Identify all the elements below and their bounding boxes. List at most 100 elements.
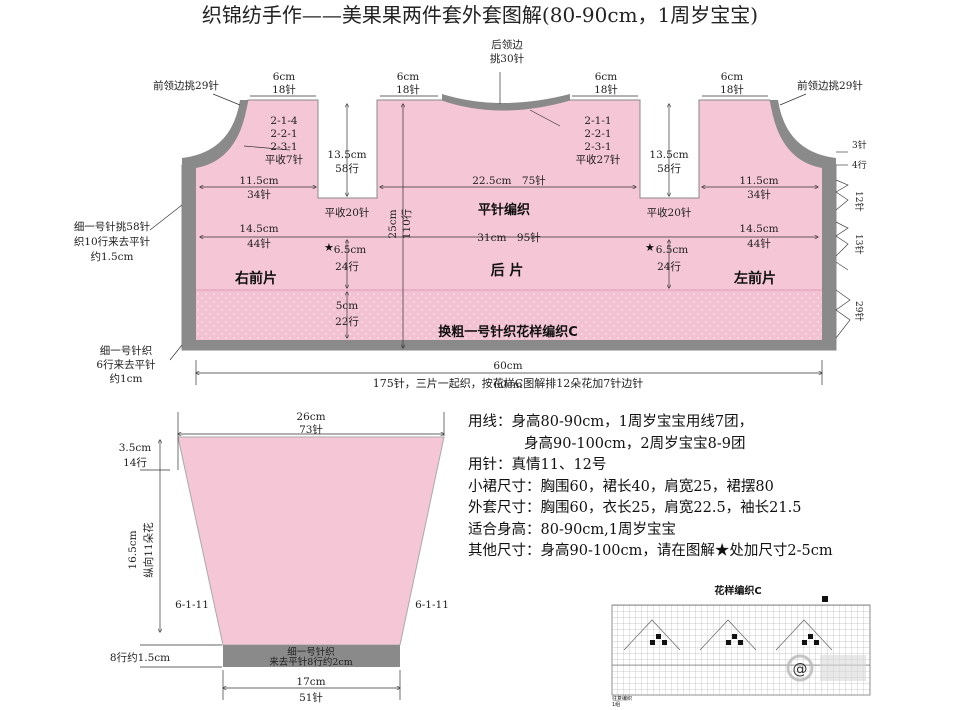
page-title: 织锦纺手作——美果果两件套外套图解(80-90cm，1周岁宝宝) <box>202 3 758 27</box>
under-cm-left: 6.5cm <box>334 244 367 256</box>
back-mid: 22.5cm 75针 <box>472 174 546 187</box>
side-rows-2: 4行 <box>852 159 867 171</box>
armhole-bind-right: 平收20针 <box>647 206 692 219</box>
star-icon-right: ★ <box>645 241 655 254</box>
width-note: 175针，三片一起织，按花样C图解排12朵花加7针边针 <box>373 376 643 390</box>
under-rows-right: 24行 <box>657 260 681 273</box>
shoulder-cm-3: 6cm <box>595 71 618 83</box>
note-other-size: 其他尺寸：身高90-100cm，请在图解★处加尺寸2-5cm <box>468 543 833 559</box>
notes-block: 用线：身高80-90cm，1周岁宝宝用线7团， 身高90-100cm，2周岁宝宝… <box>468 412 833 563</box>
sleeve-top-band-cm: 3.5cm <box>119 442 152 454</box>
side-rows-4: 13针 <box>853 234 865 254</box>
note-fit-height: 适合身高：80-90cm,1周岁宝宝 <box>468 521 677 538</box>
front-low-cm-right: 14.5cm <box>739 223 778 235</box>
hem-lace <box>196 290 822 340</box>
stockinette-label: 平针编织 <box>478 202 530 218</box>
armhole-bind-left: 平收20针 <box>325 206 370 219</box>
dec-back-2: 2-2-1 <box>584 128 611 140</box>
under-rows-left: 24行 <box>335 260 359 273</box>
front-mid-st-left: 34针 <box>247 188 271 201</box>
sleeve-bottom-st: 51针 <box>299 691 323 704</box>
hem-rows: 22行 <box>335 315 359 328</box>
shoulder-st-3: 18针 <box>594 83 618 96</box>
star-icon-left: ★ <box>324 241 334 254</box>
chart-footer-1: 往复编织 <box>612 695 632 702</box>
dec-rf-1: 2-1-4 <box>270 115 297 127</box>
note-yarn: 用线：身高80-90cm，1周岁宝宝用线7团， <box>468 414 754 430</box>
back-label: 后 片 <box>491 262 524 279</box>
front-mid-cm-left: 11.5cm <box>239 175 278 187</box>
back-neck-label-1: 后领边 <box>491 38 523 51</box>
chart-footer-2: 1组 <box>612 701 620 708</box>
note-yarn-2: 身高90-100cm，2周岁宝宝8-9团 <box>524 435 746 452</box>
side-rows-1: 3针 <box>852 139 867 151</box>
front-neck-right-label: 前领边挑29针 <box>797 79 863 92</box>
sleeve-cuff-label-2: 来去平针8行约2cm <box>269 656 352 668</box>
back-low: 31cm 95针 <box>477 231 541 244</box>
sleeve-dimensions <box>140 412 444 700</box>
dec-rf-4: 平收7针 <box>265 153 303 166</box>
front-mid-cm-right: 11.5cm <box>739 175 778 187</box>
hem-band <box>182 340 836 350</box>
front-low-cm-left: 14.5cm <box>239 223 278 235</box>
sleeve-height-note: 纵向11朵花 <box>142 522 155 578</box>
sleeve-top-st: 73针 <box>299 423 323 436</box>
sleeve-inc-left: 6-1-11 <box>175 599 209 611</box>
front-low-st-right: 44针 <box>747 237 771 250</box>
sleeve-shape <box>177 436 445 646</box>
watermark: @ <box>786 654 866 682</box>
front-low-st-left: 44针 <box>247 237 271 250</box>
shoulder-cm-1: 6cm <box>273 71 296 83</box>
dec-rf-3: 2-3-1 <box>270 141 297 153</box>
sleeve-height-cm: 16.5cm <box>127 530 139 569</box>
front-mid-st-right: 34针 <box>747 188 771 201</box>
stitch-chart: 花样编织C 往复编织 1组 @ <box>611 584 871 708</box>
right-front-label: 右前片 <box>234 270 277 287</box>
left-front-label: 左前片 <box>733 270 776 287</box>
hem-pattern-label: 换粗一号针织花样编织C <box>438 324 578 340</box>
sleeve-cuff-rows: 8行约1.5cm <box>110 651 170 664</box>
width-total-cm: 60cm <box>493 379 522 391</box>
side-rows-3: 12针 <box>853 191 865 211</box>
shoulder-st-1: 18针 <box>272 83 296 96</box>
left-neck-band <box>182 100 248 168</box>
dec-back-3: 2-3-1 <box>584 141 611 153</box>
sleeve-cuff <box>223 645 400 667</box>
armhole-h-left: 13.5cm <box>327 149 366 161</box>
under-cm-right: 6.5cm <box>656 244 689 256</box>
back-neck-band <box>442 94 570 110</box>
right-neck-band <box>770 100 836 168</box>
hem-note-3: 约1cm <box>109 372 142 385</box>
back-neck-label-2: 挑30针 <box>490 52 524 65</box>
total-height-cm: 25cm <box>387 209 399 238</box>
dec-back-4: 平收27针 <box>576 153 621 166</box>
total-height-rows: 110行 <box>400 208 413 239</box>
armhole-rows-left: 58行 <box>335 162 359 175</box>
chart-grid <box>611 604 871 696</box>
hem-note-2: 6行来去平针 <box>96 358 155 371</box>
shoulder-cm-4: 6cm <box>721 71 744 83</box>
band-note-2: 织10行来去平针 <box>74 235 150 248</box>
sleeve-cuff-label-1: 细一号针织 <box>287 646 335 658</box>
watermark-icon: @ <box>793 660 808 678</box>
note-needles: 用针：真情11、12号 <box>468 457 607 473</box>
hem-note-1: 细一号针织 <box>100 344 153 357</box>
note-coat-size: 外套尺寸：胸围60，衣长25，肩宽22.5，袖长21.5 <box>468 500 802 516</box>
sleeve-piece <box>177 436 445 667</box>
sleeve-bottom-cm: 17cm <box>296 676 325 688</box>
shoulder-cm-2: 6cm <box>397 71 420 83</box>
left-band <box>182 165 196 350</box>
sleeve-top-cm: 26cm <box>296 411 325 423</box>
note-skirt-size: 小裙尺寸：胸围60，裙长40，肩宽25，裙摆80 <box>468 478 774 495</box>
chart-title: 花样编织C <box>714 584 761 597</box>
side-markers <box>835 151 851 339</box>
right-band <box>822 165 836 350</box>
hem-cm: 5cm <box>336 300 359 312</box>
dec-back-1: 2-1-1 <box>584 115 611 127</box>
chart-marks <box>650 596 828 645</box>
shoulder-st-4: 18针 <box>720 83 744 96</box>
front-neck-left-label: 前领边挑29针 <box>153 79 219 92</box>
body-dimensions <box>149 72 822 385</box>
sleeve-inc-right: 6-1-11 <box>415 599 449 611</box>
